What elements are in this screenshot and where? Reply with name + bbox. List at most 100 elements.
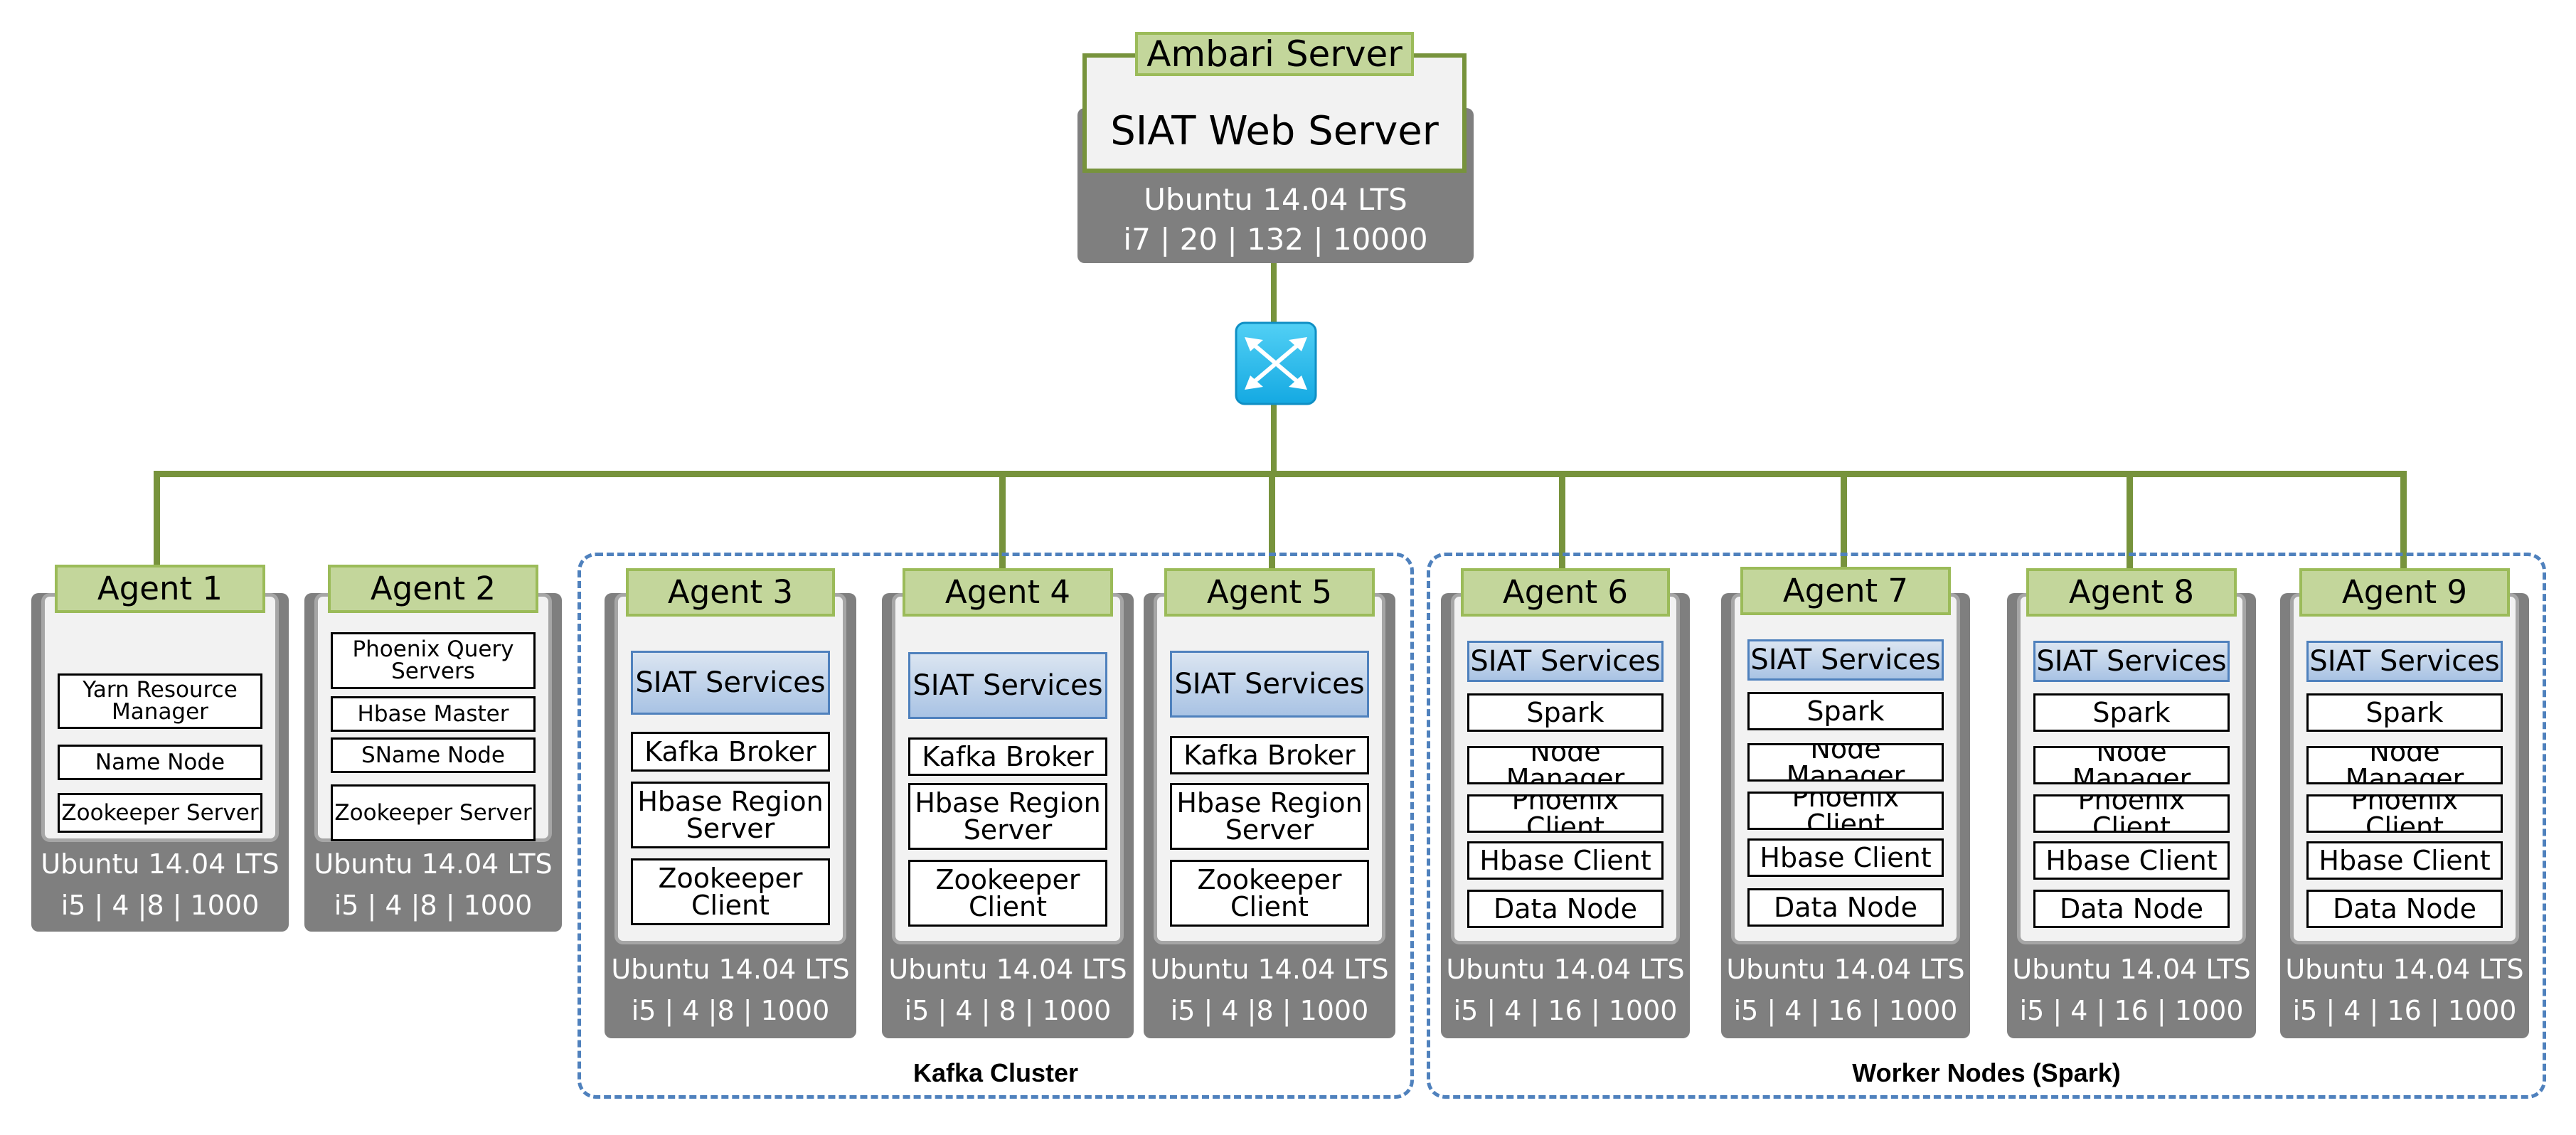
siat-services-box: SIAT Services xyxy=(1467,641,1664,682)
service-box: Phoenix Client xyxy=(2033,794,2230,833)
server-os: Ubuntu 14.04 LTS xyxy=(1144,182,1407,217)
kafka-cluster-label: Kafka Cluster xyxy=(912,1058,1079,1087)
service-box: Data Node xyxy=(2033,890,2230,928)
service-box: Phoenix Client xyxy=(2306,794,2503,833)
server-label: Ambari Server xyxy=(1135,32,1414,76)
service-box: Zookeeper Server xyxy=(331,784,536,841)
agent-os: Ubuntu 14.04 LTS xyxy=(611,954,850,985)
link-bus xyxy=(154,471,2407,477)
service-box: Zookeeper Client xyxy=(1170,860,1369,927)
service-box: Kafka Broker xyxy=(631,732,830,772)
service-box: Kafka Broker xyxy=(1170,736,1369,774)
service-box: SName Node xyxy=(331,737,536,773)
service-box: Data Node xyxy=(1467,890,1664,928)
service-box: Kafka Broker xyxy=(908,737,1107,776)
agent-specs: i5 | 4 |8 | 1000 xyxy=(334,890,533,921)
agent-specs: i5 | 4 | 16 | 1000 xyxy=(2019,995,2244,1026)
agent-specs: i5 | 4 | 8 | 1000 xyxy=(904,995,1112,1026)
siat-services-box: SIAT Services xyxy=(2033,641,2230,682)
service-box: Spark xyxy=(2306,693,2503,732)
agent-label: Agent 4 xyxy=(903,568,1113,617)
service-box: Zookeeper Client xyxy=(631,858,830,925)
siat-services-box: SIAT Services xyxy=(1747,639,1944,681)
service-box: Phoenix Query Servers xyxy=(331,632,536,689)
agent-label: Agent 1 xyxy=(55,565,265,613)
agent-label: Agent 3 xyxy=(626,568,835,617)
service-box: Phoenix Client xyxy=(1747,792,1944,830)
service-box: Hbase Master xyxy=(331,696,536,732)
agent-os: Ubuntu 14.04 LTS xyxy=(1726,954,1965,985)
service-box: Node Manager xyxy=(1747,743,1944,782)
link-server-switch xyxy=(1271,263,1277,323)
link-agent-5 xyxy=(1269,471,1275,570)
kafka-cluster-boundary xyxy=(578,553,1414,1099)
agent-specs: i5 | 4 | 16 | 1000 xyxy=(2292,995,2517,1026)
siat-services-box: SIAT Services xyxy=(908,652,1107,719)
agent-label: Agent 5 xyxy=(1164,568,1375,617)
service-box: Spark xyxy=(1467,693,1664,732)
service-box: Hbase Region Server xyxy=(631,782,830,848)
agent-specs: i5 | 4 | 16 | 1000 xyxy=(1733,995,1958,1026)
link-agent-4 xyxy=(999,471,1006,570)
link-agent-1 xyxy=(154,471,160,570)
agent-specs: i5 | 4 |8 | 1000 xyxy=(60,890,260,921)
siat-services-box: SIAT Services xyxy=(1170,651,1369,718)
network-switch-icon xyxy=(1235,321,1317,405)
service-box: Hbase Region Server xyxy=(1170,783,1369,850)
service-box: Yarn Resource Manager xyxy=(58,673,262,729)
link-agent-6 xyxy=(1559,471,1565,570)
agent-specs: i5 | 4 |8 | 1000 xyxy=(1170,995,1369,1026)
agent-os: Ubuntu 14.04 LTS xyxy=(1150,954,1389,985)
link-switch-bus xyxy=(1271,404,1277,475)
agent-label: Agent 9 xyxy=(2299,568,2510,617)
worker-nodes-boundary xyxy=(1427,553,2546,1099)
service-box: Hbase Client xyxy=(2033,841,2230,880)
agent-os: Ubuntu 14.04 LTS xyxy=(2285,954,2524,985)
link-agent-8 xyxy=(2127,471,2133,570)
agent-specs: i5 | 4 |8 | 1000 xyxy=(631,995,830,1026)
link-agent-7 xyxy=(1841,471,1847,570)
service-box: Node Manager xyxy=(2033,746,2230,784)
agent-os: Ubuntu 14.04 LTS xyxy=(41,848,280,880)
agent-label: Agent 7 xyxy=(1740,567,1951,615)
service-box: Zookeeper Server xyxy=(58,793,262,833)
agent-label: Agent 2 xyxy=(328,565,538,613)
siat-services-box: SIAT Services xyxy=(631,651,830,715)
service-box: Name Node xyxy=(58,745,262,780)
service-box: Node Manager xyxy=(1467,746,1664,784)
agent-os: Ubuntu 14.04 LTS xyxy=(314,848,553,880)
worker-nodes-label: Worker Nodes (Spark) xyxy=(1852,1058,2121,1087)
agent-label: Agent 6 xyxy=(1461,568,1670,617)
link-agent-9 xyxy=(2400,471,2407,570)
service-box: Zookeeper Client xyxy=(908,860,1107,927)
agent-os: Ubuntu 14.04 LTS xyxy=(888,954,1127,985)
siat-services-box: SIAT Services xyxy=(2306,641,2503,682)
agent-os: Ubuntu 14.04 LTS xyxy=(1446,954,1685,985)
service-box: Data Node xyxy=(2306,890,2503,928)
agent-os: Ubuntu 14.04 LTS xyxy=(2012,954,2251,985)
service-box: Spark xyxy=(2033,693,2230,732)
service-box: Spark xyxy=(1747,692,1944,730)
service-box: Data Node xyxy=(1747,888,1944,927)
service-box: Hbase Client xyxy=(2306,841,2503,880)
service-box: Phoenix Client xyxy=(1467,794,1664,833)
server-title: SIAT Web Server xyxy=(1110,108,1439,154)
server-specs: i7 | 20 | 132 | 10000 xyxy=(1123,222,1428,257)
